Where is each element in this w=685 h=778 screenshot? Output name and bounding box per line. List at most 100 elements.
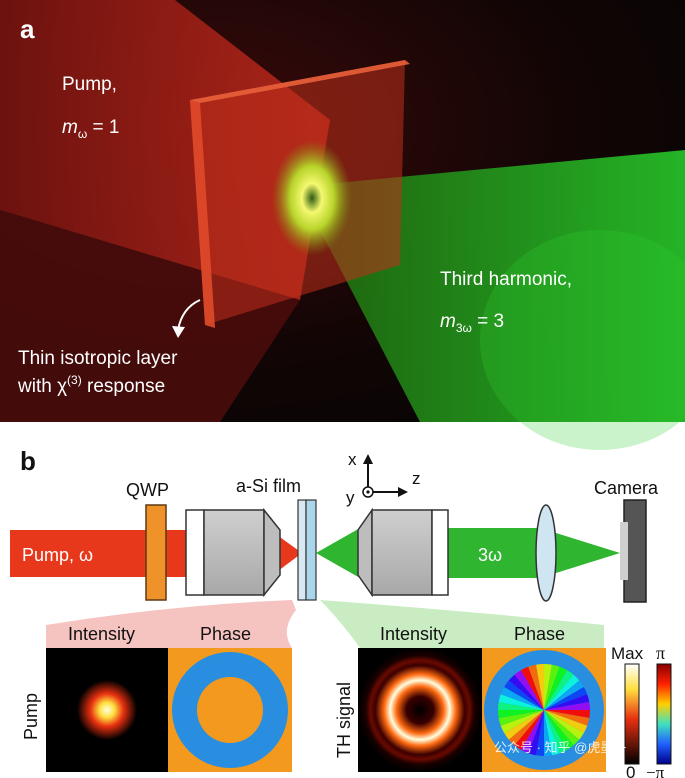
watermark: 公众号 · 知乎 @虎墨子 bbox=[494, 740, 626, 755]
qwp-label: QWP bbox=[126, 480, 169, 500]
phase-wedge bbox=[544, 674, 580, 710]
phase-wedge bbox=[500, 687, 544, 710]
layer-label-line1: Thin isotropic layer bbox=[18, 348, 178, 369]
camera-sensor bbox=[620, 522, 628, 580]
pump-beam-floor bbox=[0, 210, 300, 422]
pump-beam bbox=[10, 530, 190, 577]
layer-pointer-arrow bbox=[177, 299, 201, 331]
colorbar-pi-label: π bbox=[656, 643, 665, 663]
colorbar-zero-label: 0 bbox=[626, 763, 635, 778]
thin-layer-edge bbox=[190, 100, 215, 328]
axis-y-label: y bbox=[346, 488, 355, 507]
th-image-band bbox=[320, 600, 604, 648]
phase-wedge bbox=[544, 710, 574, 750]
a-si-film-substrate bbox=[297, 499, 307, 601]
phase-wedge bbox=[521, 666, 544, 710]
phase-wedge bbox=[498, 694, 544, 710]
phase-wedge bbox=[504, 680, 544, 710]
axis-x-label: x bbox=[348, 450, 357, 469]
panel-a: a Pump, mω = 1 Third harmonic, m3ω = 3 T… bbox=[0, 0, 685, 450]
axis-z-label: z bbox=[412, 469, 421, 488]
phase-wedge bbox=[536, 664, 544, 710]
th-label: Third harmonic, bbox=[440, 269, 572, 290]
th-phase-title: Phase bbox=[514, 624, 565, 644]
pump-intensity-title: Intensity bbox=[68, 624, 135, 644]
phase-wedge bbox=[544, 710, 580, 746]
objective-left bbox=[185, 507, 281, 598]
thin-layer-top bbox=[190, 60, 410, 103]
phase-wedge bbox=[544, 710, 590, 726]
pump-label: Pump, bbox=[62, 74, 117, 95]
phase-wedge bbox=[528, 664, 544, 710]
phase-wedge bbox=[544, 664, 552, 710]
objective-right bbox=[357, 507, 449, 598]
phase-wedge bbox=[544, 710, 552, 756]
phase-wedge bbox=[544, 710, 567, 754]
panel-b: b Pump, ω QWP a-Si film 3ω bbox=[10, 446, 672, 778]
phase-wedge bbox=[514, 670, 544, 710]
th-phase-image bbox=[482, 648, 606, 772]
th-intensity-ring bbox=[358, 648, 482, 772]
phase-wedge bbox=[544, 687, 588, 710]
layer-pointer-arrowhead bbox=[172, 326, 185, 338]
phase-wedge bbox=[544, 710, 588, 733]
th-phase-vortex bbox=[498, 664, 590, 756]
phase-wedge bbox=[544, 664, 560, 710]
pump-eq: = 1 bbox=[87, 117, 119, 138]
th-m: m bbox=[440, 311, 456, 332]
pump-phase-title: Phase bbox=[200, 624, 251, 644]
phase-wedge bbox=[498, 710, 544, 726]
pump-charge: mω = 1 bbox=[62, 117, 119, 141]
phase-wedge bbox=[544, 680, 584, 710]
focusing-lens bbox=[535, 504, 557, 602]
phase-wedge bbox=[508, 710, 544, 746]
phase-wedge bbox=[498, 710, 544, 718]
phase-wedge bbox=[544, 710, 590, 718]
pump-sub: ω bbox=[78, 127, 87, 141]
th-beam-converge bbox=[540, 528, 620, 578]
phase-wedge bbox=[544, 694, 590, 710]
intensity-colorbar bbox=[624, 663, 640, 765]
phase-wedge bbox=[544, 666, 567, 710]
phase-colorbar bbox=[656, 663, 672, 765]
phase-wedge bbox=[508, 674, 544, 710]
phase-wedge bbox=[544, 710, 584, 740]
phase-wedge bbox=[514, 710, 544, 750]
panel-a-label: a bbox=[20, 14, 35, 44]
pump-m: m bbox=[62, 117, 78, 138]
pump-image-band bbox=[46, 600, 296, 648]
row-label-pump: Pump bbox=[21, 693, 41, 740]
pump-beam-label: Pump, ω bbox=[22, 545, 93, 565]
colorbar-max-label: Max bbox=[611, 644, 644, 663]
a-si-film bbox=[305, 499, 317, 601]
panel-b-label: b bbox=[20, 446, 36, 476]
film-label: a-Si film bbox=[236, 476, 301, 496]
phase-wedge bbox=[544, 710, 560, 756]
phase-wedge bbox=[504, 710, 544, 740]
film-spot bbox=[272, 140, 352, 256]
colorbar-minus-pi-label: −π bbox=[646, 763, 665, 778]
layer-label-line2: with χ(3) response bbox=[17, 373, 165, 397]
phase-wedge bbox=[536, 710, 544, 756]
th-beam bbox=[440, 528, 540, 578]
pump-intensity-spot bbox=[77, 680, 137, 740]
th-sub: 3ω bbox=[456, 321, 472, 335]
row-label-th: TH signal bbox=[334, 682, 354, 758]
th-beam-divergent bbox=[316, 528, 360, 578]
th-intensity-title: Intensity bbox=[380, 624, 447, 644]
phase-wedge bbox=[528, 710, 544, 756]
phase-wedge bbox=[544, 702, 590, 710]
th-beam-label: 3ω bbox=[478, 545, 502, 565]
coordinate-axes: x y z bbox=[346, 450, 421, 507]
qwp-plate bbox=[145, 504, 167, 601]
phase-wedge bbox=[500, 710, 544, 733]
th-charge: m3ω = 3 bbox=[440, 311, 504, 335]
th-eq: = 3 bbox=[472, 311, 504, 332]
phase-wedge bbox=[521, 710, 544, 754]
phase-wedge bbox=[498, 702, 544, 710]
phase-wedge bbox=[544, 670, 574, 710]
camera-label: Camera bbox=[594, 478, 659, 498]
pump-phase-core bbox=[197, 677, 263, 743]
th-beam-cone bbox=[315, 150, 685, 422]
